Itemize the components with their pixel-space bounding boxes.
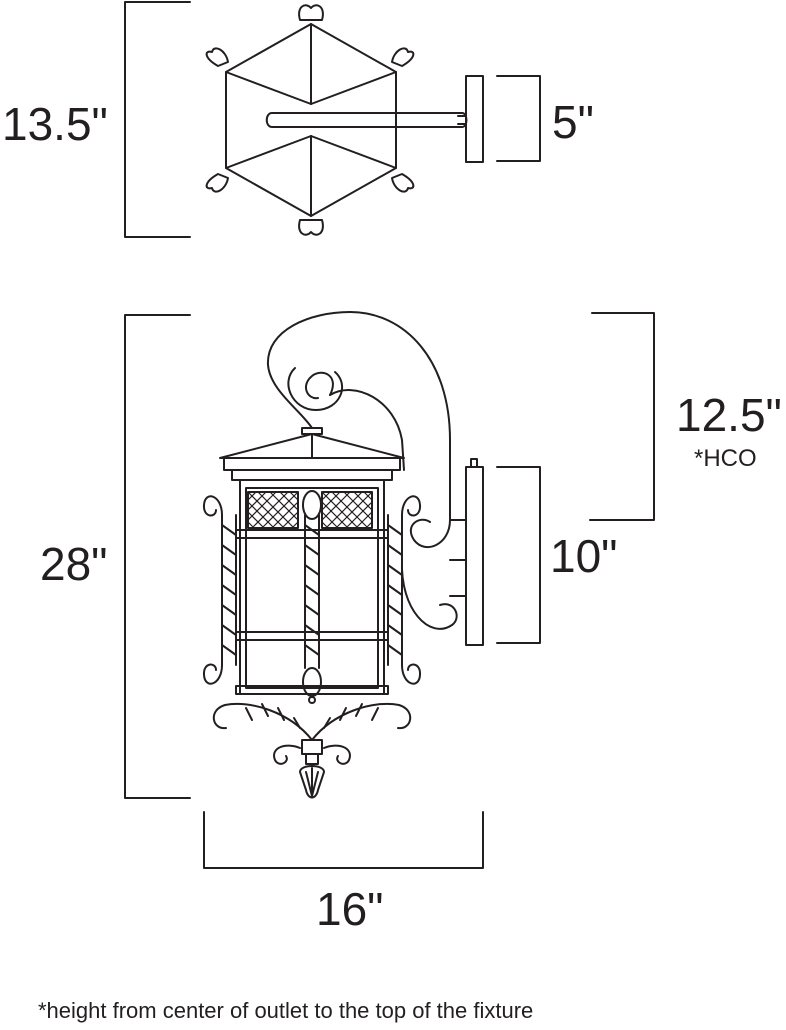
backplate-height-bracket [496, 466, 541, 644]
footnote: *height from center of outlet to the top… [38, 998, 534, 1023]
width-label: 16" [316, 883, 384, 935]
lantern-top-view-icon [205, 4, 484, 236]
backplate-height-label: 10" [550, 530, 618, 582]
width-bracket [203, 811, 484, 869]
lantern-side-view-icon [202, 311, 484, 799]
backplate-top-label: 5" [552, 96, 594, 148]
top-height-bracket [124, 1, 191, 238]
top-height-label: 13.5" [2, 98, 108, 150]
hco-marker-label: *HCO [694, 445, 757, 472]
hco-bracket [589, 312, 655, 521]
hco-label: 12.5" [676, 389, 782, 441]
backplate-top-bracket [496, 75, 541, 162]
overall-height-bracket [124, 314, 191, 799]
overall-height-label: 28" [40, 538, 108, 590]
